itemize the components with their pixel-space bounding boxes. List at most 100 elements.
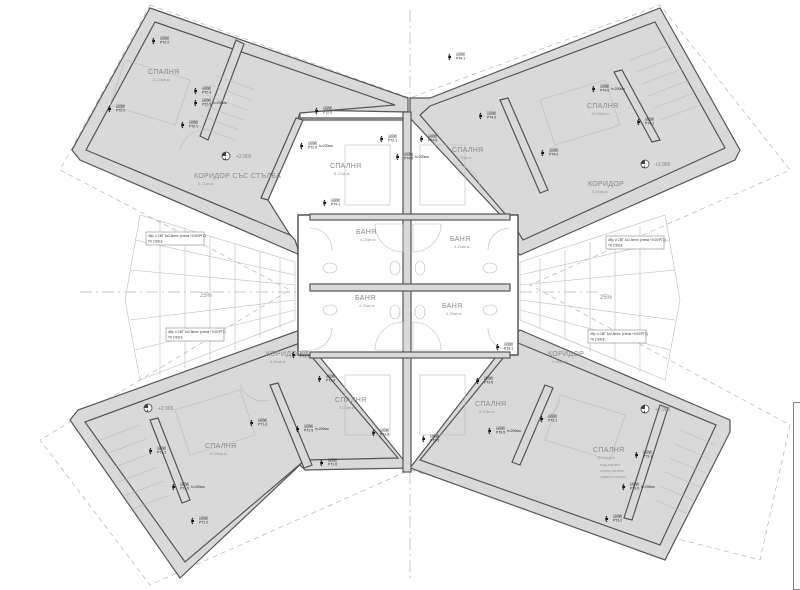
outlet-tag: РТ3-2	[613, 519, 622, 523]
room-name: БАНЯ	[450, 236, 470, 243]
outlet-power: 100W	[484, 376, 494, 380]
room-name: СПАЛНЯ	[587, 103, 618, 110]
outlet-height: h=200см	[611, 87, 625, 91]
outlet-power: 100W	[304, 424, 314, 428]
note-line-2: ТК 2.5/8.8	[608, 244, 623, 248]
outlet-tag: РТ3-1	[504, 347, 513, 351]
outlet-tag: РТ2-5	[323, 111, 332, 115]
room-area: 4.25кв.м	[360, 237, 376, 242]
outlet-power: 100W	[380, 428, 390, 432]
outlet-tag: РТ1-4	[326, 379, 335, 383]
note-line-2: ТК 2.5/8.8	[590, 338, 605, 342]
outlet-tag: РТ2-3	[202, 91, 211, 95]
outlet-power: 100W	[323, 106, 333, 110]
outlet-symbol-icon	[292, 351, 295, 359]
slope-value: 25%	[600, 295, 613, 301]
outlet-power: 100W	[428, 134, 438, 138]
outlet-power: 100W	[613, 514, 623, 518]
room-name: БАНЯ	[355, 295, 375, 302]
bed	[174, 389, 256, 456]
outlet-tag: РТ2-2	[116, 109, 125, 113]
bath-block	[297, 111, 519, 473]
outlet-symbol-icon	[194, 87, 197, 95]
outlet-power: 100W	[548, 414, 558, 418]
outlet-tag: РТ1-5	[180, 487, 189, 491]
outlet-symbol-icon	[540, 415, 543, 423]
note-line-1: 4бр. х СВТ 3х2.5mm² (стена +0.00/РТ1)	[168, 330, 226, 334]
finish-note: стени-латекс	[600, 468, 624, 473]
outlet-tag: РТ4-1	[331, 203, 340, 207]
outlet-power: 100W	[504, 342, 514, 346]
outlet-power: 100W	[430, 434, 440, 438]
bath-fixtures	[322, 223, 498, 351]
outlet-tag: РТ3-1	[643, 455, 652, 459]
shower-tray	[374, 321, 404, 351]
outlet-symbol-icon	[172, 483, 175, 491]
roof-tiles-right	[519, 214, 681, 381]
outlet-symbol-icon	[476, 377, 479, 385]
outlet-power: 100W	[328, 458, 338, 462]
outlet-tag: РТ4-5	[600, 89, 609, 93]
outlet-height: h=200см	[213, 101, 227, 105]
outlet-tag: РТ4-1	[645, 122, 654, 126]
room-name: КОРИДОР СЪС СТЪЛБА	[194, 173, 281, 180]
room-name: СПАЛНЯ	[475, 401, 506, 408]
outlet-symbol-icon	[300, 142, 303, 150]
outlet-tag: РТ2-5	[308, 146, 317, 150]
room-area: 4.25кв.м	[454, 244, 470, 249]
room-area: 9.22кв.м	[334, 171, 350, 176]
outlet-power: 100W	[160, 36, 170, 40]
outlet-power: 100W	[308, 141, 318, 145]
outlet-symbol-icon	[396, 153, 399, 161]
outlet-symbol-icon	[496, 343, 499, 351]
outlet-height: h=200см	[415, 155, 429, 159]
level-mark: +2.985	[640, 404, 671, 414]
finish-note: тавани-латекс	[600, 474, 626, 479]
outlet-tag: РТ4-2	[487, 116, 496, 120]
outlet-power: 100W	[157, 446, 167, 450]
outlet-tag: РТ1-3	[258, 423, 267, 427]
outlet-tag: РТ3-5	[630, 487, 639, 491]
outlet-tag: РТ4-5	[428, 139, 437, 143]
room-name: КОРИДОР	[548, 351, 584, 358]
level-value: +2.965	[158, 406, 174, 412]
shower-tray	[374, 223, 404, 253]
room-area: 5.46кв.м	[552, 359, 568, 364]
title-block-edge	[793, 402, 800, 590]
outlet-tag: РТ1-1	[300, 355, 309, 359]
outlet-tag: РТ1-2	[199, 521, 208, 525]
outlet-power: 100W	[180, 482, 190, 486]
outlet-symbol-icon	[380, 135, 383, 143]
outlet-symbol-icon	[191, 517, 194, 525]
bed	[544, 394, 626, 461]
outlet-symbol-icon	[181, 121, 184, 129]
slope-value: 25%	[200, 293, 213, 299]
outlet-power: 100W	[645, 117, 655, 121]
roof-tiles-left	[124, 214, 296, 381]
outlet-power: 100W	[404, 152, 414, 156]
outlet-power: 100W	[600, 84, 610, 88]
room-name: СПАЛНЯ	[205, 443, 236, 450]
outlet-power: 100W	[456, 52, 466, 56]
door-swings	[179, 129, 561, 421]
